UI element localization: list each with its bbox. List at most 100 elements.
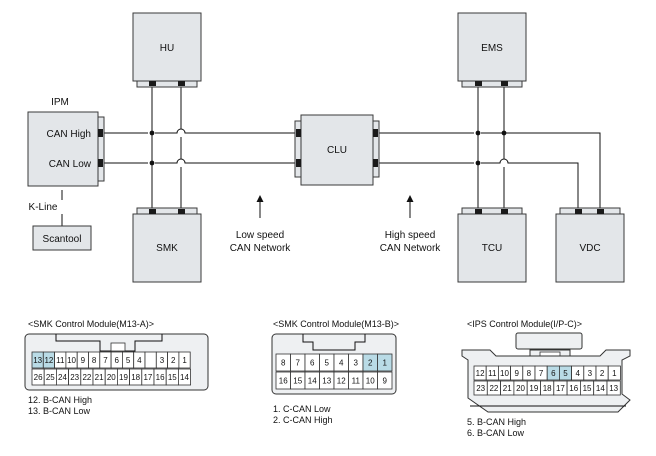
connector-pin-number: 7: [539, 369, 544, 378]
connector-pin: [377, 371, 393, 390]
connector-title: <SMK Control Module(M13-A)>: [28, 319, 154, 329]
hu-label: HU: [160, 43, 174, 54]
vdc-module: VDC: [555, 207, 625, 283]
connector-pin-number: 25: [46, 373, 55, 382]
low-speed-annotation: Low speed CAN Network: [230, 195, 292, 254]
clu-label: CLU: [327, 145, 347, 156]
connector-pin-number: 20: [516, 384, 525, 393]
connector-pin-number: 9: [81, 356, 86, 365]
scantool-label: Scantool: [43, 234, 82, 245]
connector-pin-number: 15: [293, 377, 302, 386]
connector-pin-number: 9: [514, 369, 519, 378]
connector-pin-number: 18: [131, 373, 140, 382]
connector-pin-number: 10: [500, 369, 509, 378]
connector-pin-number: 2: [600, 369, 605, 378]
connector-pin-number: 12: [337, 377, 346, 386]
connector-pin-number: 8: [92, 356, 97, 365]
smk-label: SMK: [156, 243, 178, 254]
connector-pin: [607, 365, 621, 381]
connector-pin-number: 8: [527, 369, 532, 378]
connector-note: 1. C-CAN Low: [273, 404, 331, 414]
connector-pin-number: 8: [281, 359, 286, 368]
connector-pin-number: 7: [103, 356, 108, 365]
can-low-line-right: [378, 158, 579, 209]
ems-module: EMS: [457, 12, 527, 88]
connector-title: <SMK Control Module(M13-B)>: [273, 319, 399, 329]
connector-pin-number: 6: [310, 359, 315, 368]
connector-pin-number: 17: [143, 373, 152, 382]
connector-pin-number: 20: [107, 373, 116, 382]
connector-pin-number: 21: [503, 384, 512, 393]
connector-pin-number: 5: [126, 356, 131, 365]
connector-pin-number: 6: [115, 356, 120, 365]
connector-pin-number: 11: [56, 356, 65, 365]
connector-pin-number: 11: [488, 369, 497, 378]
connector-pin-number: 2: [171, 356, 176, 365]
connector-pin-number: 17: [556, 384, 565, 393]
svg-text:Low speed: Low speed: [236, 230, 284, 241]
connector-pin-number: 3: [160, 356, 165, 365]
svg-text:CAN Network: CAN Network: [230, 243, 292, 254]
can-high-line-right: [378, 132, 601, 209]
connector-pin-number: 13: [609, 384, 618, 393]
connector-pin-number: 12: [44, 356, 53, 365]
connector-pin-number: 18: [543, 384, 552, 393]
connector-pin-number: 13: [33, 356, 42, 365]
connector-pin-number: 16: [156, 373, 165, 382]
connector-pin: [377, 353, 393, 372]
scantool-box: Scantool: [32, 225, 92, 251]
connector-pin-number: 22: [82, 373, 91, 382]
high-speed-annotation: High speed CAN Network: [380, 195, 442, 254]
can-low-line-left: [104, 158, 296, 164]
connector-pin-number: 7: [296, 359, 301, 368]
smk-module: SMK: [132, 207, 202, 283]
connector-pin-number: 16: [569, 384, 578, 393]
svg-text:CAN Network: CAN Network: [380, 243, 442, 254]
connector-note: 12. B-CAN High: [28, 395, 92, 405]
connector-pin-number: 22: [489, 384, 498, 393]
connector-pin-number: 23: [70, 373, 79, 382]
connector-pin-number: 11: [352, 377, 361, 386]
connector-pin-number: 4: [339, 359, 344, 368]
ipm-module: IPM CAN High CAN Low: [27, 97, 105, 187]
connector-pin-number: 1: [612, 369, 617, 378]
kline-label: K-Line: [29, 202, 58, 213]
connector-note: 5. B-CAN High: [467, 417, 526, 427]
connector-pin: [178, 351, 191, 369]
connector-pin-number: 12: [476, 369, 485, 378]
ems-label: EMS: [481, 43, 503, 54]
vdc-label: VDC: [579, 243, 600, 254]
connector-pin-number: 16: [279, 377, 288, 386]
connector-pin-number: 10: [366, 377, 375, 386]
connector-pin-number: 1: [383, 359, 388, 368]
connector-pin-number: 5: [325, 359, 330, 368]
connector-pin-number: 23: [476, 384, 485, 393]
connector-pin-number: 15: [168, 373, 177, 382]
connector-title: <IPS Control Module(I/P-C)>: [467, 319, 582, 329]
connector-pin: [144, 351, 157, 369]
connector-note: 6. B-CAN Low: [467, 428, 525, 438]
connector-pin-number: 9: [383, 377, 388, 386]
tcu-label: TCU: [482, 243, 503, 254]
can-high-line-left: [104, 128, 296, 134]
connector-pin-number: 26: [34, 373, 43, 382]
connector-pin-number: 19: [119, 373, 128, 382]
connector-pin-number: 15: [583, 384, 592, 393]
connector-pin-number: 3: [354, 359, 359, 368]
connector-pin-number: 19: [529, 384, 538, 393]
ipm-can-high-label: CAN High: [47, 129, 91, 140]
connector-pin-number: 4: [137, 356, 142, 365]
connector-pin-number: 5: [563, 369, 568, 378]
connector-pin-number: 14: [180, 373, 189, 382]
connector-note: 2. C-CAN High: [273, 415, 333, 425]
connector-pin-number: 10: [67, 356, 76, 365]
connector-pin-number: 3: [588, 369, 593, 378]
connector-pin-number: 24: [58, 373, 67, 382]
connector-pin-number: 4: [575, 369, 580, 378]
connector-pin: [177, 368, 191, 386]
connector-pin-number: 14: [596, 384, 605, 393]
